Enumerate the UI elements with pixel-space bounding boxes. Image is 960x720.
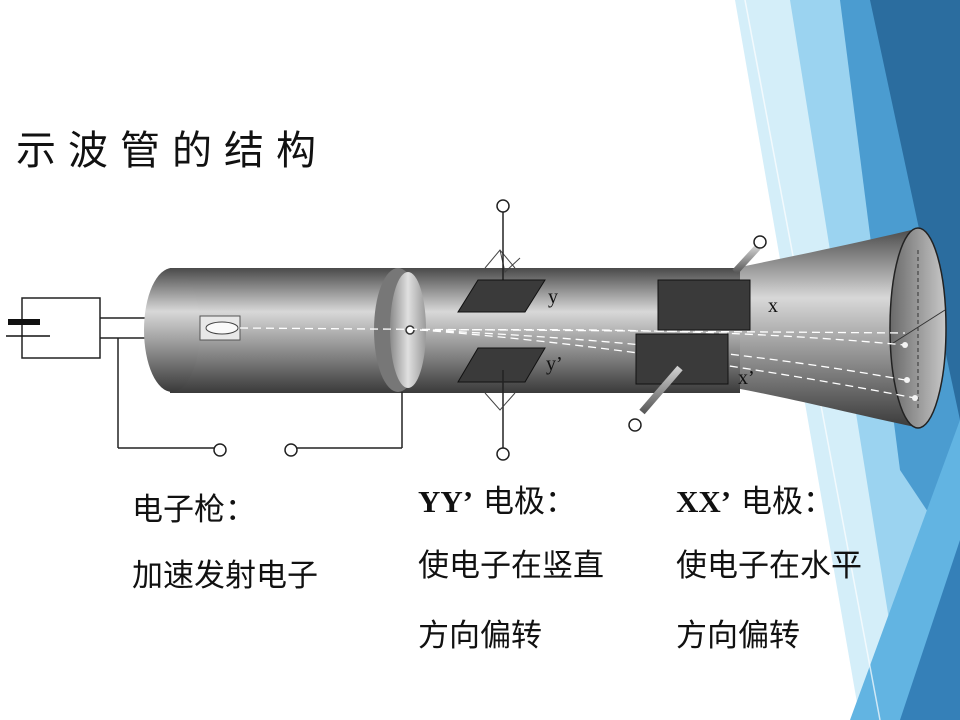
tube-flare [735,228,920,428]
xx-description-line1: 使电子在水平 [676,548,862,584]
yy-symbol: YY’ [418,484,474,519]
x-prime-terminal[interactable] [628,418,642,432]
electron-gun-heading: 电子枪： [132,492,256,528]
yy-description-line2: 方向偏转 [418,618,542,654]
beam-axis [239,327,906,334]
screen-spot-1 [902,342,908,348]
electron-gun [199,315,241,341]
tube-back-cap [144,268,200,392]
accel-terminal-left[interactable] [213,443,227,457]
xx-description-line2: 方向偏转 [676,618,800,654]
x-plate [657,279,751,331]
yy-plates: y y’ [457,199,563,461]
accel-terminal-right[interactable] [284,443,298,457]
y-prime-plate-label: y’ [546,353,563,375]
y-plate-label: y [548,286,558,308]
screen-spot-3 [912,395,918,401]
x-prime-plate-label: x’ [738,367,755,389]
electron-gun-description: 加速发射电子 [132,558,318,594]
screen-spot-2 [904,377,910,383]
yy-description-line1: 使电子在竖直 [418,548,604,584]
y-wire-notch-top [484,249,521,273]
y-terminal[interactable] [496,199,510,213]
anode-aperture [405,325,415,335]
x-terminal-rod [732,244,761,275]
x-terminal[interactable] [753,235,767,249]
gun-cathode-tip [205,321,239,335]
yy-electrode-word: 电极： [482,484,576,520]
xx-symbol: XX’ [676,484,732,519]
tube-body [144,227,947,429]
y-prime-terminal[interactable] [496,447,510,461]
xx-plates: x x’ [628,235,778,432]
y-prime-plate [457,347,546,383]
y-plate [457,279,546,313]
y-wire-notch-bottom [484,392,516,411]
xx-electrode-word: 电极： [740,484,834,520]
accelerating-voltage-circuit [117,338,403,457]
beam-deflected-mid [419,329,906,381]
x-plate-label: x [768,295,778,317]
accelerating-anode [374,268,426,392]
xx-electrode-heading: XX’ 电极： [676,476,834,521]
page-title: 示波管的结构 [16,128,328,174]
bg-shape-lower-dark [900,540,960,720]
battery-circuit-box [21,297,101,359]
x-prime-terminal-rod [639,365,683,415]
yy-electrode-heading: YY’ 电极： [418,476,576,521]
beam-deflected-up [419,328,906,346]
x-prime-plate [635,333,729,385]
